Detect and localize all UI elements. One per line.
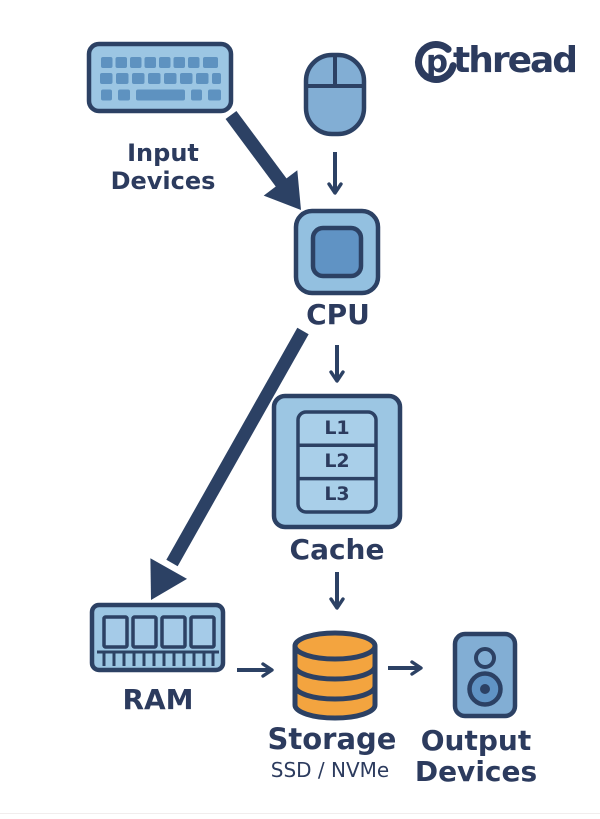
ram-label: RAM [122,683,194,716]
cpu-icon [293,208,381,296]
output-devices-label-line1: Output [420,724,532,757]
cache-icon [271,393,403,530]
ram-icon [89,602,226,673]
storage-sublabel: SSD / NVMe [270,758,390,782]
arrow-keyboard-to-cpu [225,110,301,210]
pthread-logo-mark-icon: p [415,41,457,83]
input-devices-label: Input Devices [111,139,216,195]
storage-label: Storage [267,722,397,756]
mouse-icon [303,52,367,137]
pthread-logo-letter: p [426,44,448,80]
cache-level-l2: L2 [324,450,350,472]
output-devices-label: Output Devices [415,725,537,787]
pthread-logo: p thread [412,37,578,89]
keyboard-icon [86,41,234,114]
cache-label: Cache [289,533,385,566]
cpu-label: CPU [306,298,370,331]
input-devices-label-line2: Devices [110,167,216,195]
speaker-icon [452,631,518,719]
storage-icon [292,630,378,721]
input-devices-label-line1: Input [127,139,199,167]
arrow-cpu-to-ram [150,327,309,600]
image-bottom-edge [0,813,600,814]
pthread-logo-text: thread [453,40,578,81]
cache-level-l1: L1 [324,417,350,439]
output-devices-label-line2: Devices [414,755,538,788]
cache-level-l3: L3 [324,483,350,505]
